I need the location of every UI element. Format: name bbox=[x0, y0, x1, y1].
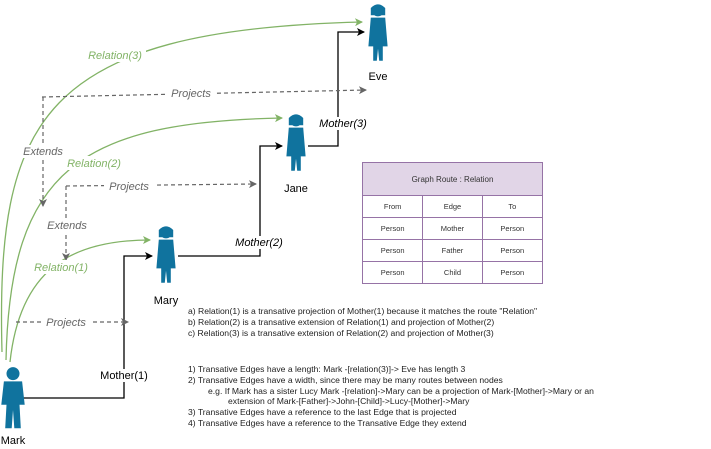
person-label-mark: Mark bbox=[1, 435, 26, 447]
edge-projects-2 bbox=[65, 180, 257, 189]
person-mary: Mary bbox=[154, 226, 179, 307]
person-mark: Mark bbox=[1, 367, 26, 447]
person-eve: Eve bbox=[368, 4, 388, 83]
table-header-cell: Edge bbox=[422, 195, 483, 218]
table-header-row: From Edge To bbox=[361, 195, 544, 218]
note-2-example: e.g. If Mark has a sister Lucy Mark -[re… bbox=[208, 385, 594, 396]
edge-relation1 bbox=[9, 236, 151, 363]
table-cell: Person bbox=[361, 261, 424, 284]
note-1: 1) Transative Edges have a length: Mark … bbox=[188, 364, 466, 374]
table-cell: Child bbox=[422, 261, 483, 284]
table-cell: Person bbox=[481, 217, 544, 240]
person-label-jane: Jane bbox=[284, 183, 308, 195]
label-relation2: Relation(2) bbox=[67, 158, 121, 170]
label-mother1: Mother(1) bbox=[100, 370, 148, 382]
notes-abc: a) Relation(1) is a transative projectio… bbox=[188, 306, 537, 338]
label-extends-1: Extends bbox=[23, 146, 63, 158]
table-title: Graph Route : Relation bbox=[362, 162, 543, 196]
note-2: 2) Transative Edges have a width, since … bbox=[188, 374, 503, 385]
person-jane: Jane bbox=[284, 114, 308, 195]
table-row: Person Mother Person bbox=[361, 217, 544, 240]
table-cell: Person bbox=[361, 217, 424, 240]
note-3: 3) Transative Edges have a reference to … bbox=[188, 407, 457, 418]
table-row: Person Child Person bbox=[361, 261, 544, 284]
note-b: b) Relation(2) is a transative extension… bbox=[188, 316, 495, 327]
mother-edges bbox=[22, 28, 365, 399]
label-relation3: Relation(3) bbox=[88, 50, 142, 62]
label-projects-2: Projects bbox=[109, 181, 149, 193]
person-label-eve: Eve bbox=[369, 71, 388, 83]
label-mother2: Mother(2) bbox=[235, 237, 283, 249]
table-cell: Person bbox=[481, 239, 544, 262]
table-header-cell: From bbox=[361, 195, 424, 218]
person-icon bbox=[368, 4, 388, 61]
label-relation1: Relation(1) bbox=[34, 262, 88, 274]
table-cell: Person bbox=[361, 239, 424, 262]
person-icon bbox=[1, 367, 25, 429]
table-row: Person Father Person bbox=[361, 239, 544, 262]
label-projects-1: Projects bbox=[46, 317, 86, 329]
notes-numbered: 1) Transative Edges have a length: Mark … bbox=[188, 364, 594, 429]
label-projects-3: Projects bbox=[171, 88, 211, 100]
table-cell: Mother bbox=[422, 217, 483, 240]
extends-edges bbox=[39, 97, 70, 261]
graph-route-table: Graph Route : Relation From Edge To Pers… bbox=[361, 162, 544, 284]
label-mother3: Mother(3) bbox=[319, 118, 367, 130]
note-c: c) Relation(3) is a transative extension… bbox=[188, 327, 494, 338]
edge-relation3 bbox=[0, 18, 363, 353]
edge-mother3 bbox=[308, 28, 365, 147]
note-a: a) Relation(1) is a transative projectio… bbox=[188, 306, 538, 316]
table-cell: Father bbox=[422, 239, 483, 262]
person-label-mary: Mary bbox=[154, 295, 179, 307]
label-extends-2: Extends bbox=[47, 220, 87, 232]
note-2-example-cont: extension of Mark-[Father]->John-[Child]… bbox=[228, 396, 470, 407]
person-icon bbox=[286, 114, 306, 171]
edge-mother2 bbox=[178, 142, 283, 257]
table-header-cell: To bbox=[481, 195, 544, 218]
edge-mother1 bbox=[22, 252, 153, 399]
person-icon bbox=[156, 226, 176, 283]
table-cell: Person bbox=[481, 261, 544, 284]
note-4: 4) Transative Edges have a reference to … bbox=[188, 417, 467, 428]
